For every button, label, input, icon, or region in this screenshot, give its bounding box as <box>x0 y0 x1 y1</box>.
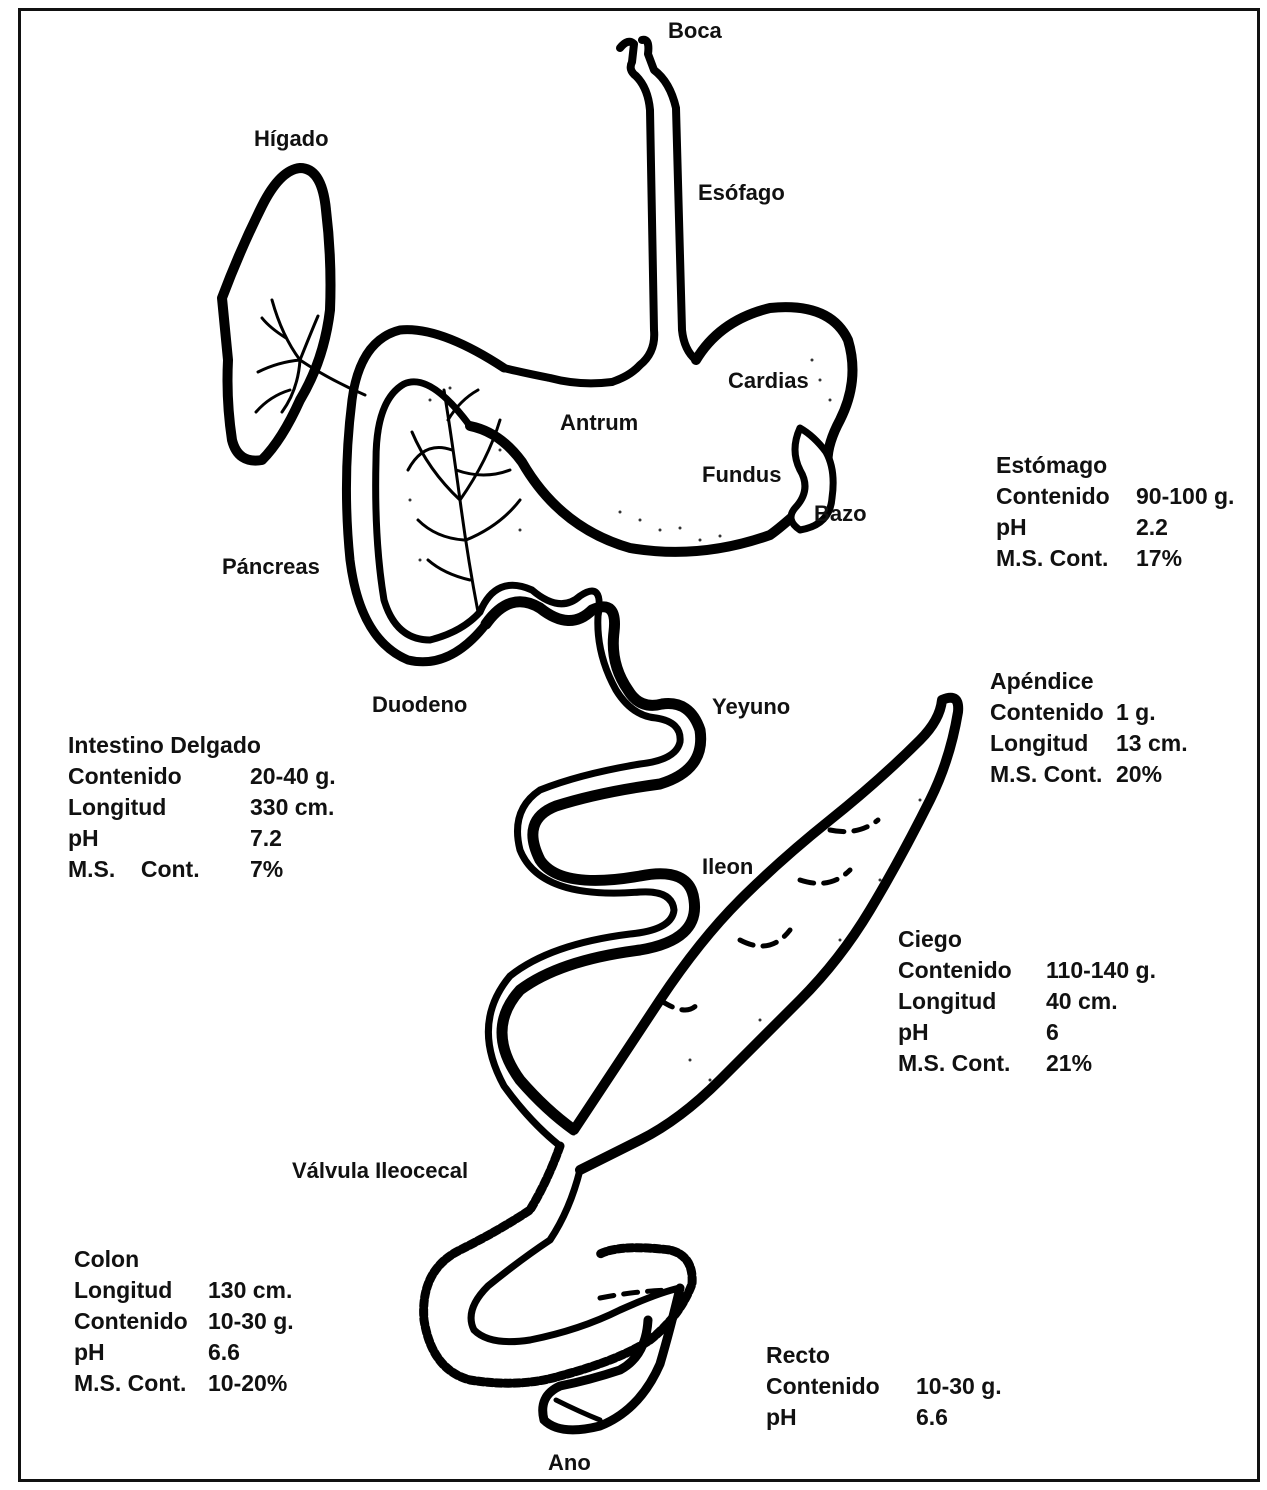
block-row: M.S. Cont.7% <box>68 854 336 885</box>
row-key: Contenido <box>68 761 250 792</box>
row-value: 7.2 <box>250 823 336 854</box>
label-higado: Hígado <box>254 128 329 150</box>
row-value: 1 g. <box>1116 697 1188 728</box>
label-ano: Ano <box>548 1452 591 1474</box>
label-duodeno: Duodeno <box>372 694 467 716</box>
block-row: M.S. Cont.20% <box>990 759 1188 790</box>
row-key: Contenido <box>766 1371 916 1402</box>
row-key: Contenido <box>996 481 1136 512</box>
row-value: 40 cm. <box>1046 986 1156 1017</box>
row-key: Contenido <box>74 1306 208 1337</box>
row-key: Longitud <box>990 728 1116 759</box>
row-value: 2.2 <box>1136 512 1234 543</box>
row-key: Longitud <box>68 792 250 823</box>
row-key: Contenido <box>990 697 1116 728</box>
row-key: M.S. Cont. <box>898 1048 1046 1079</box>
row-value: 20% <box>1116 759 1188 790</box>
block-row: M.S. Cont.10-20% <box>74 1368 294 1399</box>
row-key: Longitud <box>898 986 1046 1017</box>
row-value: 10-30 g. <box>916 1371 1002 1402</box>
label-ileon: Ileon <box>702 856 753 878</box>
label-boca: Boca <box>668 20 722 42</box>
row-key: pH <box>766 1402 916 1433</box>
label-bazo: Bazo <box>814 503 867 525</box>
row-value: 17% <box>1136 543 1234 574</box>
block-row: M.S. Cont.21% <box>898 1048 1156 1079</box>
row-value: 6.6 <box>916 1402 1002 1433</box>
label-yeyuno: Yeyuno <box>712 696 790 718</box>
row-key: M.S. Cont. <box>74 1368 208 1399</box>
block-table: Contenido110-140 g. Longitud40 cm. pH6 M… <box>898 955 1156 1079</box>
block-title: Recto <box>766 1340 1002 1371</box>
row-key: pH <box>898 1017 1046 1048</box>
row-value: 10-20% <box>208 1368 294 1399</box>
row-key: pH <box>74 1337 208 1368</box>
row-key: M.S. Cont. <box>990 759 1116 790</box>
row-key: Longitud <box>74 1275 208 1306</box>
block-title: Estómago <box>996 450 1234 481</box>
row-value: 20-40 g. <box>250 761 336 792</box>
block-title: Ciego <box>898 924 1156 955</box>
block-title: Colon <box>74 1244 294 1275</box>
row-value: 90-100 g. <box>1136 481 1234 512</box>
row-value: 130 cm. <box>208 1275 294 1306</box>
row-value: 110-140 g. <box>1046 955 1156 986</box>
row-key: M.S. Cont. <box>996 543 1136 574</box>
label-antrum: Antrum <box>560 412 638 434</box>
block-title: Apéndice <box>990 666 1188 697</box>
label-cardias: Cardias <box>728 370 809 392</box>
label-pancreas: Páncreas <box>222 556 320 578</box>
row-value: 7% <box>250 854 336 885</box>
block-row: M.S. Cont.17% <box>996 543 1234 574</box>
label-valvula-ileocecal: Válvula Ileocecal <box>292 1160 468 1182</box>
row-key: Contenido <box>898 955 1046 986</box>
row-value: 330 cm. <box>250 792 336 823</box>
row-value: 13 cm. <box>1116 728 1188 759</box>
row-value: 6.6 <box>208 1337 294 1368</box>
row-value: 21% <box>1046 1048 1156 1079</box>
esophagus-shape <box>612 40 696 382</box>
row-key: pH <box>68 823 250 854</box>
row-key: M.S. Cont. <box>68 854 250 885</box>
row-value: 10-30 g. <box>208 1306 294 1337</box>
row-key: pH <box>996 512 1136 543</box>
label-fundus: Fundus <box>702 464 781 486</box>
row-value: 6 <box>1046 1017 1156 1048</box>
block-title: Intestino Delgado <box>68 730 336 761</box>
label-esofago: Esófago <box>698 182 785 204</box>
